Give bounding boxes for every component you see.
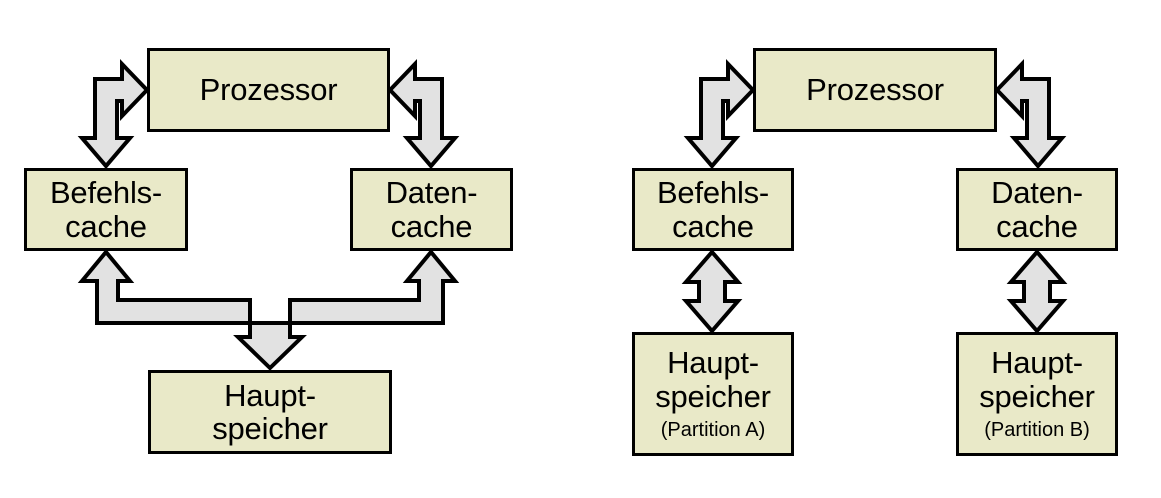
right-main-memory-a-partition-label: (Partition A) <box>660 419 766 442</box>
right-main-memory-b-label-line1: Haupt- <box>991 345 1083 381</box>
left-instruction-cache-label-line2: cache <box>65 208 147 244</box>
right-main-memory-b-label-line2: speicher <box>979 378 1095 414</box>
arrow-left-memory-bus <box>77 248 460 371</box>
right-main-memory-a-label-line1: Haupt- <box>667 345 759 381</box>
left-main-memory-label-line2: speicher <box>212 411 328 446</box>
arrow-right-instruction-cache-processor <box>683 59 756 170</box>
left-data-cache-box[interactable]: Daten- cache <box>350 168 513 251</box>
right-instruction-cache-label-line1: Befehls- <box>656 175 770 211</box>
arrow-right-data-cache-memory-b <box>1006 248 1068 335</box>
right-data-cache-label-line1: Daten- <box>991 175 1083 211</box>
left-main-memory-box[interactable]: Haupt- speicher <box>148 370 392 454</box>
left-data-cache-label-line1: Daten- <box>385 175 478 211</box>
right-main-memory-b-box[interactable]: Haupt- speicher (Partition B) <box>956 332 1118 456</box>
left-data-cache-label-line2: cache <box>390 208 473 244</box>
left-processor-label: Prozessor <box>199 71 338 107</box>
left-main-memory-label-line1: Haupt- <box>224 377 316 413</box>
right-processor-label: Prozessor <box>806 71 944 107</box>
right-main-memory-b-partition-label: (Partition B) <box>984 419 1090 442</box>
arrow-left-data-cache-processor <box>387 59 460 170</box>
right-main-memory-a-label-line2: speicher <box>655 378 771 414</box>
arrow-right-instruction-cache-memory-a <box>681 248 743 335</box>
right-data-cache-box[interactable]: Daten- cache <box>956 168 1118 251</box>
left-instruction-cache-label-line1: Befehls- <box>49 175 163 211</box>
left-instruction-cache-box[interactable]: Befehls- cache <box>24 168 188 251</box>
right-main-memory-a-box[interactable]: Haupt- speicher (Partition A) <box>632 332 794 456</box>
left-processor-box[interactable]: Prozessor <box>147 48 390 132</box>
arrow-left-instruction-cache-processor <box>77 59 150 170</box>
arrow-right-data-cache-processor <box>994 59 1067 170</box>
right-processor-box[interactable]: Prozessor <box>753 48 997 132</box>
right-instruction-cache-box[interactable]: Befehls- cache <box>632 168 794 251</box>
right-data-cache-label-line2: cache <box>996 208 1078 244</box>
right-instruction-cache-label-line2: cache <box>672 208 754 244</box>
